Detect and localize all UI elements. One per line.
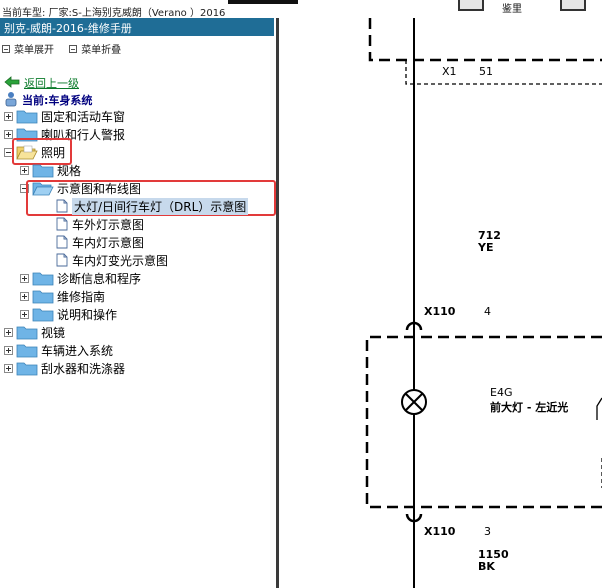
panel-splitter[interactable] — [276, 18, 279, 588]
connector-x1-label: X1 — [442, 65, 457, 78]
collapse-toggle-icon[interactable] — [4, 147, 13, 157]
tree-item-vehicle-access[interactable]: 车辆进入系统 — [4, 341, 113, 359]
connector-x1-box — [405, 60, 602, 85]
document-icon — [56, 235, 68, 249]
tree-label: 示意图和布线图 — [57, 181, 142, 196]
pin-4-label: 4 — [484, 305, 491, 318]
expand-toggle-icon[interactable] — [20, 309, 29, 319]
lamp-component-box — [365, 335, 602, 509]
back-link[interactable]: 返回上一级 — [24, 77, 79, 90]
connector-x110-bottom-label: X110 — [424, 525, 456, 538]
collapse-all-icon[interactable] — [69, 44, 78, 53]
expand-toggle-icon[interactable] — [20, 165, 29, 175]
wire-712-label: 712 — [478, 229, 501, 242]
expand-toggle-icon[interactable] — [4, 363, 13, 373]
tree-item-mirrors[interactable]: 视镜 — [4, 323, 65, 341]
tree-item-wipers[interactable]: 刮水器和洗涤器 — [4, 359, 125, 377]
open-folder-icon — [16, 145, 38, 160]
module-box-top — [368, 18, 602, 62]
tree-label: 照明 — [41, 145, 66, 160]
zoom-label: 鉴里 — [502, 4, 522, 15]
document-icon — [56, 199, 68, 213]
collapse-toggle-icon[interactable] — [20, 183, 29, 193]
expand-toggle-icon[interactable] — [4, 345, 13, 355]
expand-toggle-icon[interactable] — [4, 327, 13, 337]
person-icon — [5, 92, 17, 107]
tree-label: 车辆进入系统 — [41, 343, 114, 358]
expand-toggle-icon[interactable] — [20, 273, 29, 283]
zoom-button[interactable] — [458, 0, 484, 11]
tree-item-fixed-windows[interactable]: 固定和活动车窗 — [4, 107, 125, 125]
tree-label: 喇叭和行人警报 — [41, 127, 126, 142]
component-name-label: 前大灯 - 左近光 — [490, 401, 569, 414]
tree-label: 固定和活动车窗 — [41, 109, 126, 124]
right-edge-bracket — [596, 397, 602, 420]
tree-label: 说明和操作 — [57, 307, 118, 322]
wire-ye-label: YE — [478, 241, 494, 254]
expand-toggle-icon[interactable] — [4, 111, 13, 121]
tree-item-schematics[interactable]: 示意图和布线图 — [20, 179, 141, 197]
tree-label: 维修指南 — [57, 289, 106, 304]
tree-label: 规格 — [57, 163, 82, 178]
folder-icon — [16, 326, 38, 340]
vehicle-info: 当前车型: 厂家:S-上海别克威朗（Verano ）2016 — [2, 8, 226, 19]
tree-item-drl-schematic[interactable]: 大灯/日间行车灯（DRL）示意图 — [56, 197, 249, 215]
folder-icon — [16, 344, 38, 358]
pin-51-label: 51 — [479, 65, 493, 78]
toolbar-edge — [228, 0, 298, 4]
wiring-diagram-graphics — [365, 18, 602, 588]
tree-label: 车内灯变光示意图 — [72, 253, 169, 268]
tree-item-lighting[interactable]: 照明 — [4, 143, 65, 161]
tree-label: 刮水器和洗涤器 — [41, 361, 126, 376]
manual-title-bar: 别克-威朗-2016-维修手册 — [0, 18, 274, 36]
tree-item-diagnostics[interactable]: 诊断信息和程序 — [20, 269, 141, 287]
tree-item-exterior-lamps[interactable]: 车外灯示意图 — [56, 215, 144, 233]
connector-x110-bottom-symbol — [405, 513, 423, 523]
document-icon — [56, 253, 68, 267]
connector-x110-top-symbol — [405, 321, 423, 331]
expand-all-button[interactable]: 菜单展开 — [14, 45, 54, 56]
tree-label: 车内灯示意图 — [72, 235, 145, 250]
view-button[interactable] — [560, 0, 586, 11]
tree-item-horn[interactable]: 喇叭和行人警报 — [4, 125, 125, 143]
wiring-diagram: X1 51 712 YE X110 4 E4G 前大灯 - 左近光 X110 3… — [279, 18, 602, 588]
expand-collapse-row: 菜单展开 菜单折叠 — [2, 41, 133, 56]
tree-label: 车外灯示意图 — [72, 217, 145, 232]
tree-item-repair-guide[interactable]: 维修指南 — [20, 287, 105, 305]
back-arrow-icon[interactable] — [4, 76, 20, 88]
folder-icon — [16, 128, 38, 142]
top-info-bar: 当前车型: 厂家:S-上海别克威朗（Verano ）2016 鉴里 — [0, 0, 602, 19]
tree-item-interior-dimming[interactable]: 车内灯变光示意图 — [56, 251, 168, 269]
collapse-all-button[interactable]: 菜单折叠 — [81, 45, 122, 56]
connector-x110-top-label: X110 — [424, 305, 456, 318]
folder-icon — [16, 362, 38, 376]
expand-toggle-icon[interactable] — [20, 291, 29, 301]
open-folder-icon — [32, 182, 54, 196]
tree-item-description[interactable]: 说明和操作 — [20, 305, 117, 323]
expand-all-icon[interactable] — [2, 44, 10, 53]
pin-3-label: 3 — [484, 525, 491, 538]
folder-icon — [32, 308, 54, 322]
current-system: 当前:车身系统 — [22, 94, 93, 107]
tree-item-specs[interactable]: 规格 — [20, 161, 81, 179]
wire-1150-label: 1150 — [478, 548, 509, 561]
tree-label: 视镜 — [41, 325, 66, 340]
document-icon — [56, 217, 68, 231]
wire-bk-label: BK — [478, 560, 495, 573]
folder-icon — [32, 272, 54, 286]
manual-tree-panel: 别克-威朗-2016-维修手册 菜单展开 菜单折叠 返回上一级 当前:车身系统 … — [0, 18, 276, 588]
manual-title: 别克-威朗-2016-维修手册 — [4, 22, 132, 35]
tree-label: 诊断信息和程序 — [57, 271, 142, 286]
folder-icon — [16, 110, 38, 124]
component-id-label: E4G — [490, 386, 513, 399]
expand-toggle-icon[interactable] — [4, 129, 13, 139]
tree-item-interior-lamps[interactable]: 车内灯示意图 — [56, 233, 144, 251]
tree-label: 大灯/日间行车灯（DRL）示意图 — [72, 197, 249, 215]
folder-icon — [32, 290, 54, 304]
folder-icon — [32, 164, 54, 178]
